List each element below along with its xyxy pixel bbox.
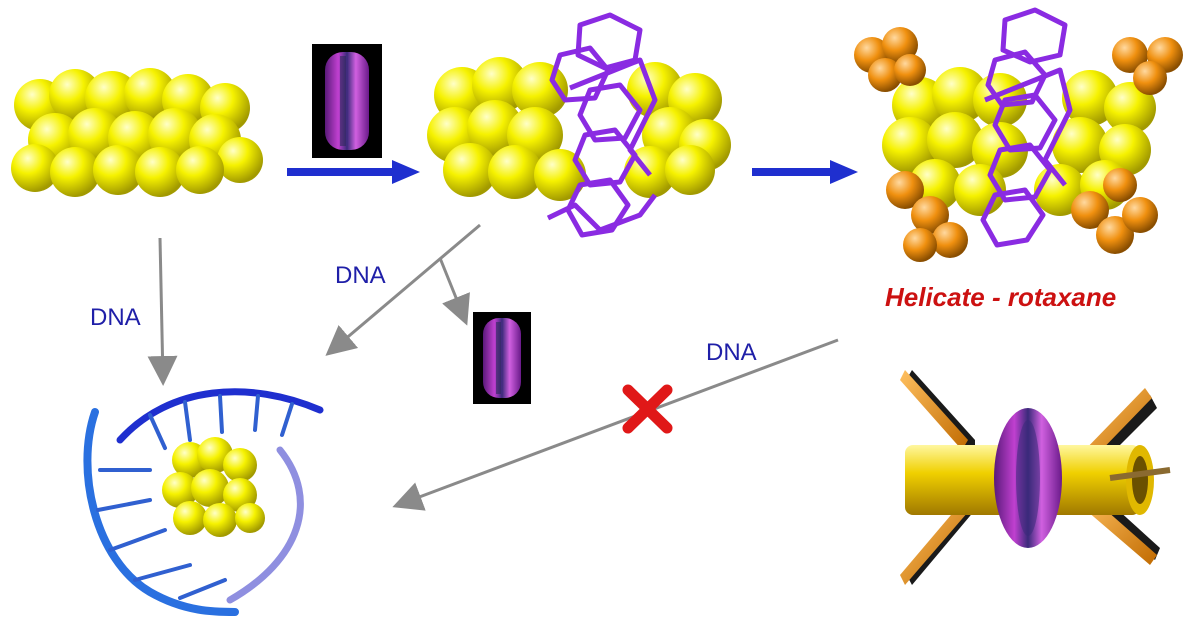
blue-arrow-2 <box>752 160 858 184</box>
gray-arrow-middle <box>325 223 481 356</box>
helicate-molecule-icon <box>11 68 263 197</box>
released-macrocycle-icon <box>473 312 531 404</box>
gray-arrow-left <box>147 237 178 386</box>
helicate-ring-complex-icon <box>427 12 731 238</box>
gray-arrow-right <box>392 338 839 511</box>
dna-label-middle: DNA <box>335 262 386 289</box>
rotaxane-molecule-icon <box>854 7 1183 262</box>
product-title: Helicate - rotaxane <box>885 282 1116 312</box>
rotaxane-cartoon-icon <box>900 370 1171 585</box>
blue-arrow-1 <box>287 160 420 184</box>
blocked-cross-icon <box>622 384 673 434</box>
dna-label-left: DNA <box>90 304 141 331</box>
dna-helicate-complex-icon <box>83 388 324 616</box>
macrocycle-ring-icon <box>312 44 382 158</box>
dna-label-right: DNA <box>706 339 757 366</box>
